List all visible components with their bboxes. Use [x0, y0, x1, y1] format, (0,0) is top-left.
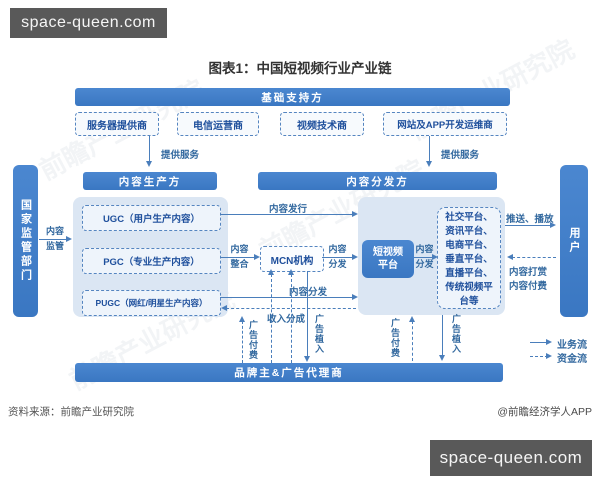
label-ad-place-left: 广告植入	[314, 314, 324, 354]
flow-line-content-publish	[220, 214, 354, 215]
arrowhead-down-icon	[146, 161, 152, 167]
box-national-regulator: 国家监管部门	[13, 165, 38, 317]
flow-line-ad-place-mcn	[307, 271, 308, 357]
label-push-play: 推送、播放	[506, 214, 554, 225]
regulator-label: 国家监管部门	[19, 199, 32, 283]
arrowhead-down-icon	[426, 161, 432, 167]
arrowhead-right-icon	[550, 222, 556, 228]
arrowhead-right-icon	[546, 353, 552, 359]
flow-line-content-regulation	[39, 239, 67, 240]
box-mcn: MCN机构	[260, 246, 324, 272]
arrowhead-left-icon	[221, 305, 227, 311]
arrowhead-up-icon	[239, 316, 245, 322]
box-distribution-channels: 社交平台、资讯平台、电商平台、垂直平台、直播平台、传统视频平台等	[437, 207, 501, 309]
arrowhead-right-icon	[352, 294, 358, 300]
flow-line-pugc-distribute	[220, 297, 354, 298]
credit-note: @前瞻经济学人APP	[497, 406, 592, 418]
user-label: 用户	[568, 227, 580, 255]
arrowhead-down-icon	[439, 355, 445, 361]
label-content-distribute-mcn: 内容分发	[328, 244, 347, 269]
arrowhead-right-icon	[352, 211, 358, 217]
flow-line-platform-to-channels	[414, 257, 434, 258]
flow-line-ad-pay-mcn-1	[271, 274, 272, 363]
box-short-video-platform: 短视频平台	[362, 240, 414, 278]
banner-advertiser: 品牌主&广告代理商	[75, 363, 503, 382]
label-ad-pay-left: 广告付费	[248, 320, 258, 360]
label-provide-service-right: 提供服务	[441, 150, 480, 161]
legend-capital-line	[530, 356, 548, 357]
flow-line-ad-place-platform	[442, 315, 443, 356]
short-video-platform-label: 短视频平台	[373, 247, 403, 271]
arrowhead-right-icon	[66, 236, 72, 242]
box-user: 用户	[560, 165, 588, 317]
legend-business-line	[530, 342, 548, 343]
label-provide-service-left: 提供服务	[161, 150, 200, 161]
arrowhead-left-icon	[507, 254, 513, 260]
flow-line-provide-service-left	[149, 136, 150, 162]
label-content-distribute-platform: 内容分发	[415, 244, 434, 269]
box-server-provider: 服务器提供商	[75, 112, 159, 136]
arrowhead-right-icon	[432, 254, 438, 260]
flow-line-ad-pay-mcn-2	[291, 274, 292, 363]
box-ugc: UGC（用户生产内容）	[82, 205, 221, 231]
arrowhead-right-icon	[352, 254, 358, 260]
arrowhead-right-icon	[254, 254, 260, 260]
flow-line-push-play	[505, 225, 552, 226]
label-ad-pay-right: 广告付费	[390, 318, 400, 358]
label-content-publish: 内容发行	[269, 204, 308, 215]
arrowhead-up-icon	[268, 269, 274, 275]
box-pugc: PUGC（网红/明星生产内容）	[82, 290, 221, 316]
legend-business-label: 业务流	[557, 340, 587, 351]
banner-infrastructure: 基础支持方	[75, 88, 510, 106]
flow-line-mcn-distribute	[322, 257, 354, 258]
flow-line-ad-pay-platform	[412, 321, 413, 361]
flow-line-ad-pay-producer	[242, 321, 243, 363]
box-pgc: PGC（专业生产内容）	[82, 248, 221, 274]
arrowhead-up-icon	[409, 316, 415, 322]
box-telecom-operator: 电信运营商	[177, 112, 259, 136]
page-title: 图表1：中国短视频行业产业链	[208, 61, 392, 76]
label-revenue-share: 收入分成	[267, 314, 306, 325]
label-content-integrate: 内容整合	[230, 244, 249, 269]
watermark-top: space-queen.com	[10, 8, 167, 38]
label-content-regulation: 内容监管	[45, 226, 64, 251]
arrowhead-down-icon	[304, 356, 310, 362]
source-note: 资料来源：前瞻产业研究院	[8, 406, 134, 418]
flow-line-content-integrate	[220, 257, 256, 258]
label-content-pay: 内容付费	[509, 281, 548, 292]
arrowhead-up-icon	[288, 269, 294, 275]
flow-line-user-payment	[512, 257, 556, 258]
arrowhead-right-icon	[546, 339, 552, 345]
box-video-tech: 视频技术商	[280, 112, 364, 136]
box-website-app-devops: 网站及APP开发运维商	[383, 112, 507, 136]
label-content-tip: 内容打赏	[509, 267, 548, 278]
banner-content-producer: 内容生产方	[83, 172, 217, 190]
banner-content-distributor: 内容分发方	[258, 172, 497, 190]
watermark-bottom: space-queen.com	[430, 440, 592, 476]
flow-line-provide-service-right	[429, 136, 430, 162]
label-content-distribute-pugc: 内容分发	[289, 287, 328, 298]
label-ad-place-right: 广告植入	[451, 314, 461, 354]
legend-capital-label: 资金流	[557, 354, 587, 365]
